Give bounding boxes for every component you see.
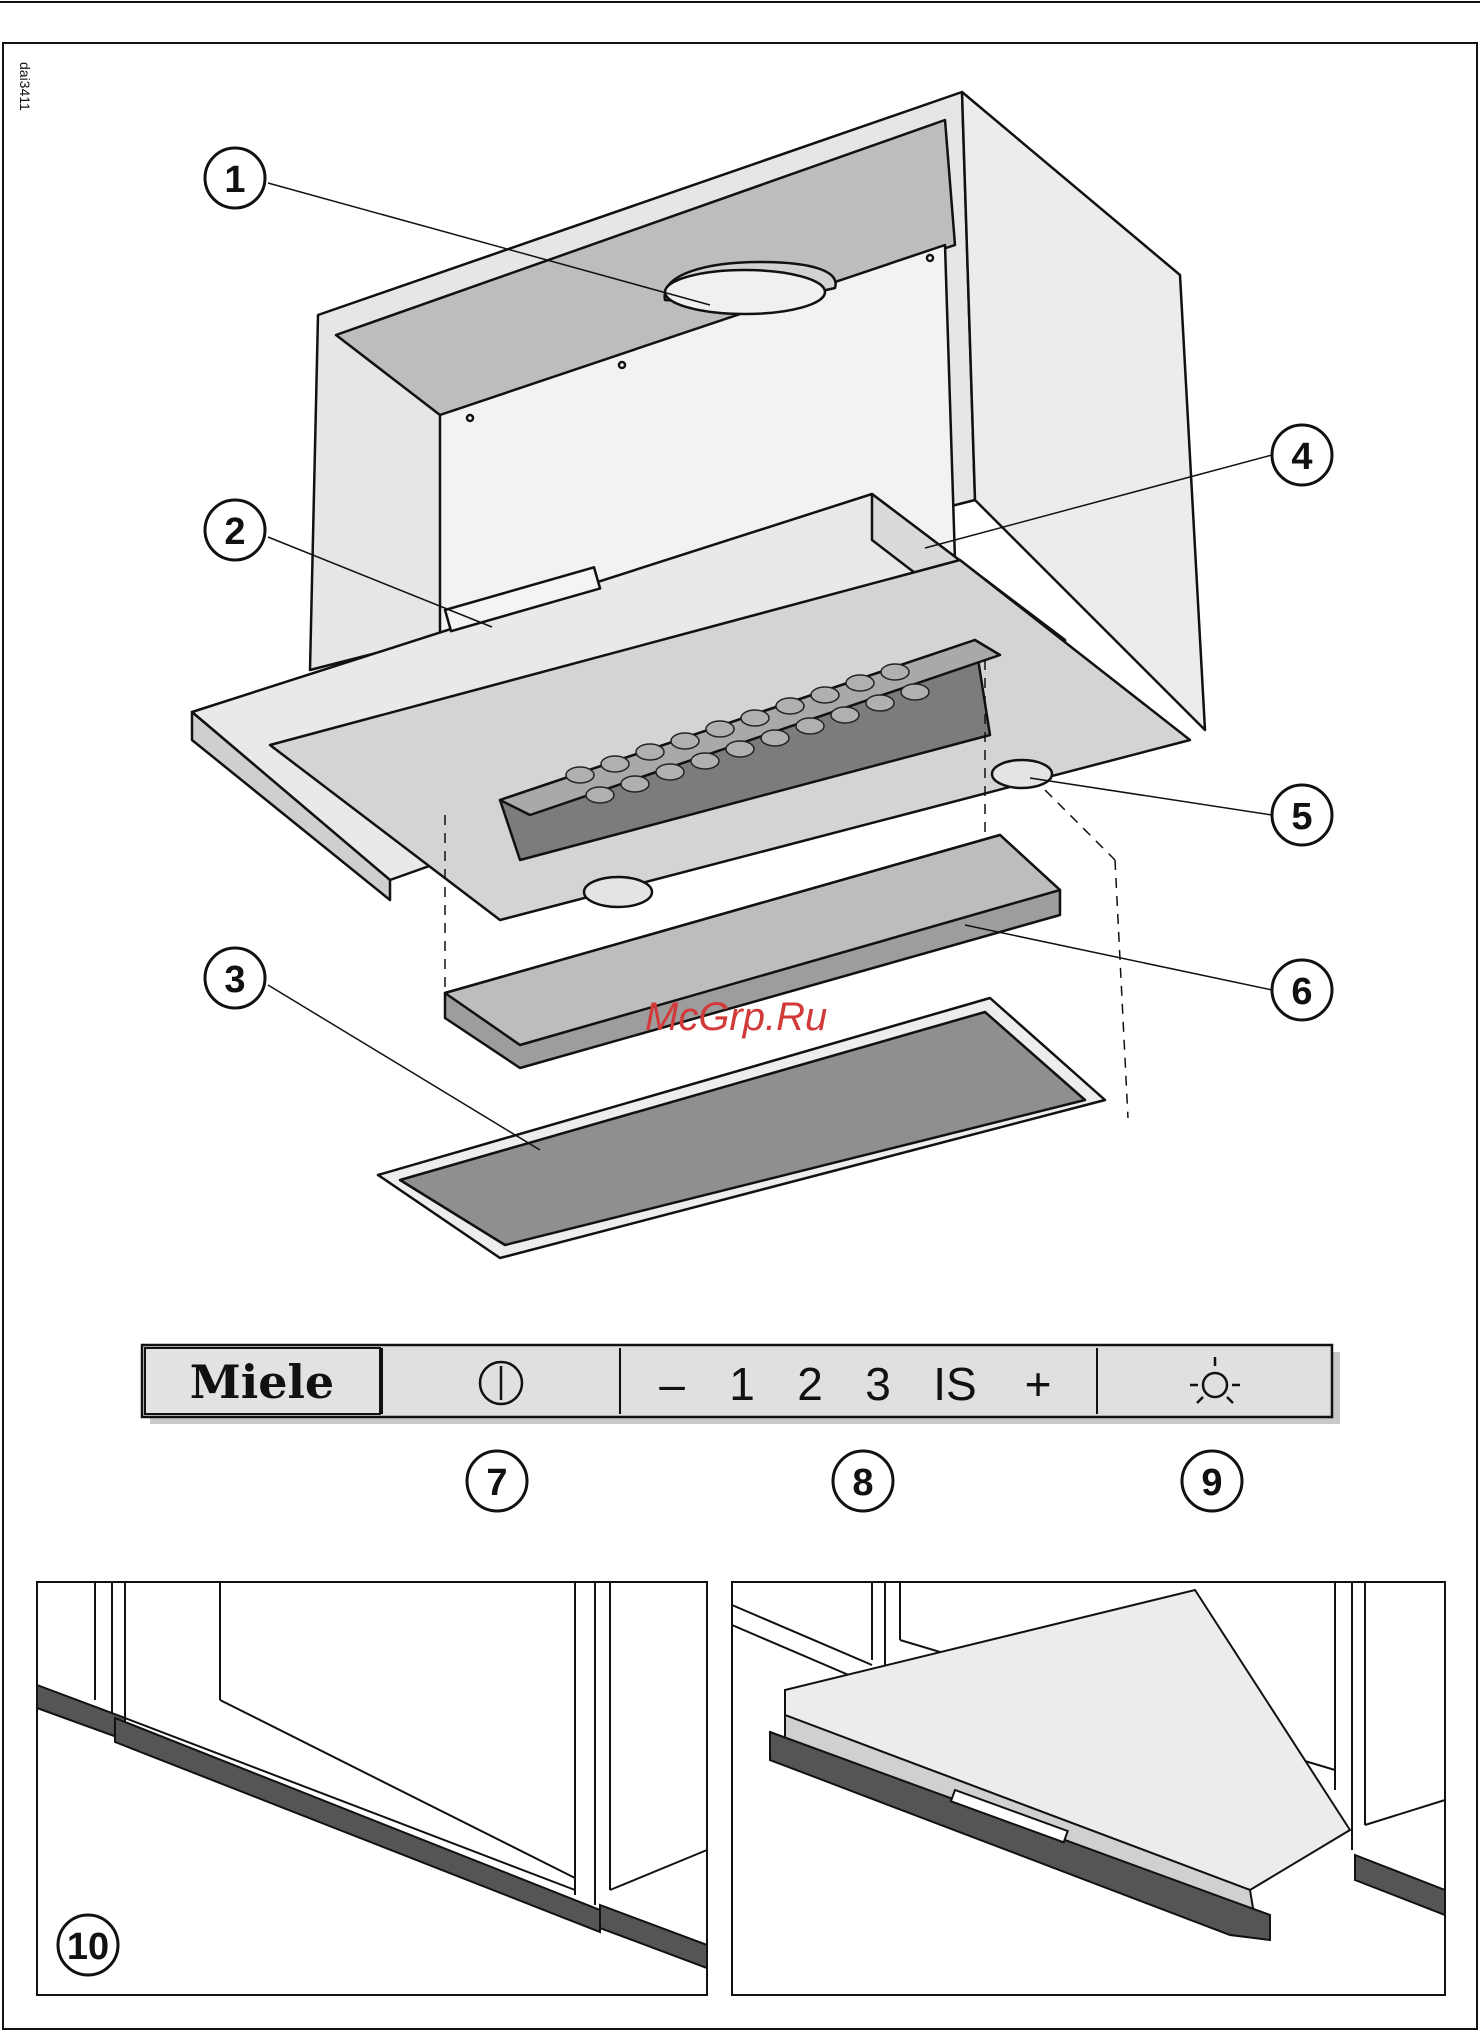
fan-control-group: – 1 2 3 IS + [622,1350,1095,1414]
callout-8: 8 [833,1451,893,1511]
fan-level-1-button[interactable]: 1 [729,1358,755,1410]
fan-plus-button[interactable]: + [1025,1358,1052,1410]
lamp-lens [992,760,1052,788]
svg-text:1: 1 [224,159,245,201]
brand-logo: Miele [190,1355,334,1409]
fan-level-2-button[interactable]: 2 [797,1358,823,1410]
svg-text:3: 3 [224,959,245,1001]
lamp-lens [584,877,652,907]
retracted-hood-view [37,1582,707,1995]
screw-hole [467,415,473,421]
screw-hole [927,255,933,261]
svg-text:7: 7 [486,1462,507,1504]
callout-7: 7 [467,1451,527,1511]
main-hood-illustration [192,92,1205,1258]
svg-text:6: 6 [1291,971,1312,1013]
fan-level-3-button[interactable]: 3 [865,1358,891,1410]
svg-text:5: 5 [1291,796,1312,838]
drawing-code: dai3411 [17,62,33,111]
callout-5: 5 [1272,785,1332,845]
duct-opening [665,270,825,314]
callout-1: 1 [205,148,265,208]
light-button[interactable] [1099,1350,1329,1414]
callout-10: 10 [58,1915,118,1975]
callout-2: 2 [205,500,265,560]
svg-text:2: 2 [224,511,245,553]
svg-text:4: 4 [1291,436,1312,478]
callout-3: 3 [205,948,265,1008]
screw-hole [619,362,625,368]
callout-4: 4 [1272,425,1332,485]
power-button[interactable] [384,1350,618,1414]
svg-text:10: 10 [67,1926,109,1968]
svg-text:8: 8 [852,1462,873,1504]
fan-minus-button[interactable]: – [659,1358,685,1410]
watermark: McGrp.Ru [645,995,827,1039]
svg-text:9: 9 [1201,1462,1222,1504]
fan-intensive-button[interactable]: IS [933,1358,976,1410]
callout-6: 6 [1272,960,1332,1020]
extended-hood-view [732,1582,1445,1995]
callout-9: 9 [1182,1451,1242,1511]
